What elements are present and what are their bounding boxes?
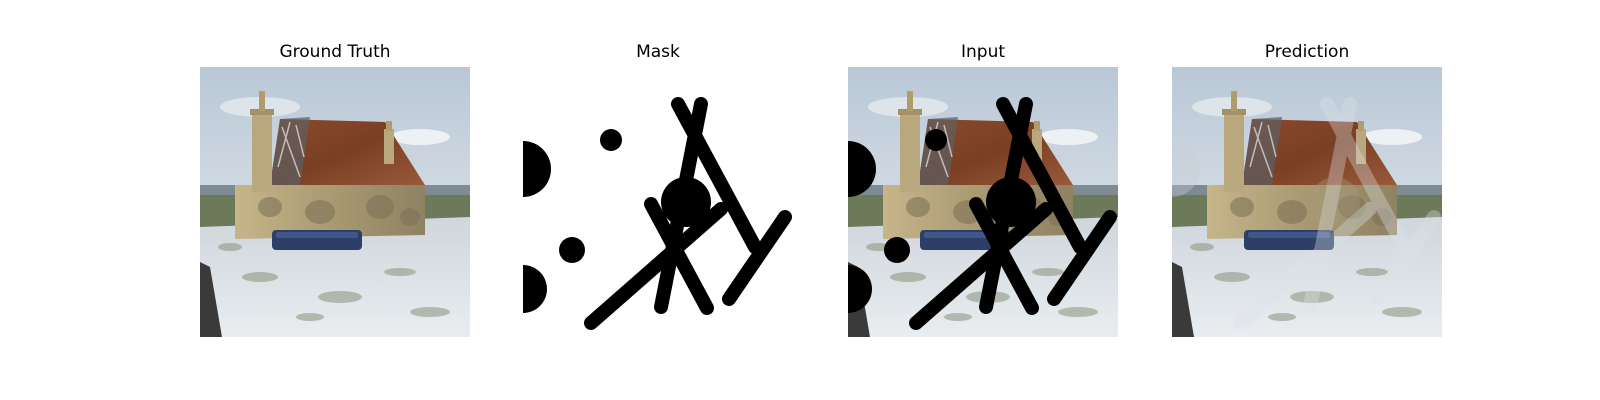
panel-title-input: Input <box>960 42 1006 62</box>
panel-title-ground-truth: Ground Truth <box>279 42 391 62</box>
ground-truth-image <box>200 67 470 337</box>
prediction-image <box>1172 67 1442 337</box>
input-image <box>848 67 1118 337</box>
panel-title-prediction: Prediction <box>1264 42 1350 62</box>
panel-mask: Mask <box>523 0 793 400</box>
panel-input: Input <box>848 0 1118 400</box>
panel-ground-truth: Ground Truth <box>200 0 470 400</box>
panel-prediction: Prediction <box>1172 0 1442 400</box>
mask-image <box>523 67 793 337</box>
panel-title-mask: Mask <box>636 42 680 62</box>
